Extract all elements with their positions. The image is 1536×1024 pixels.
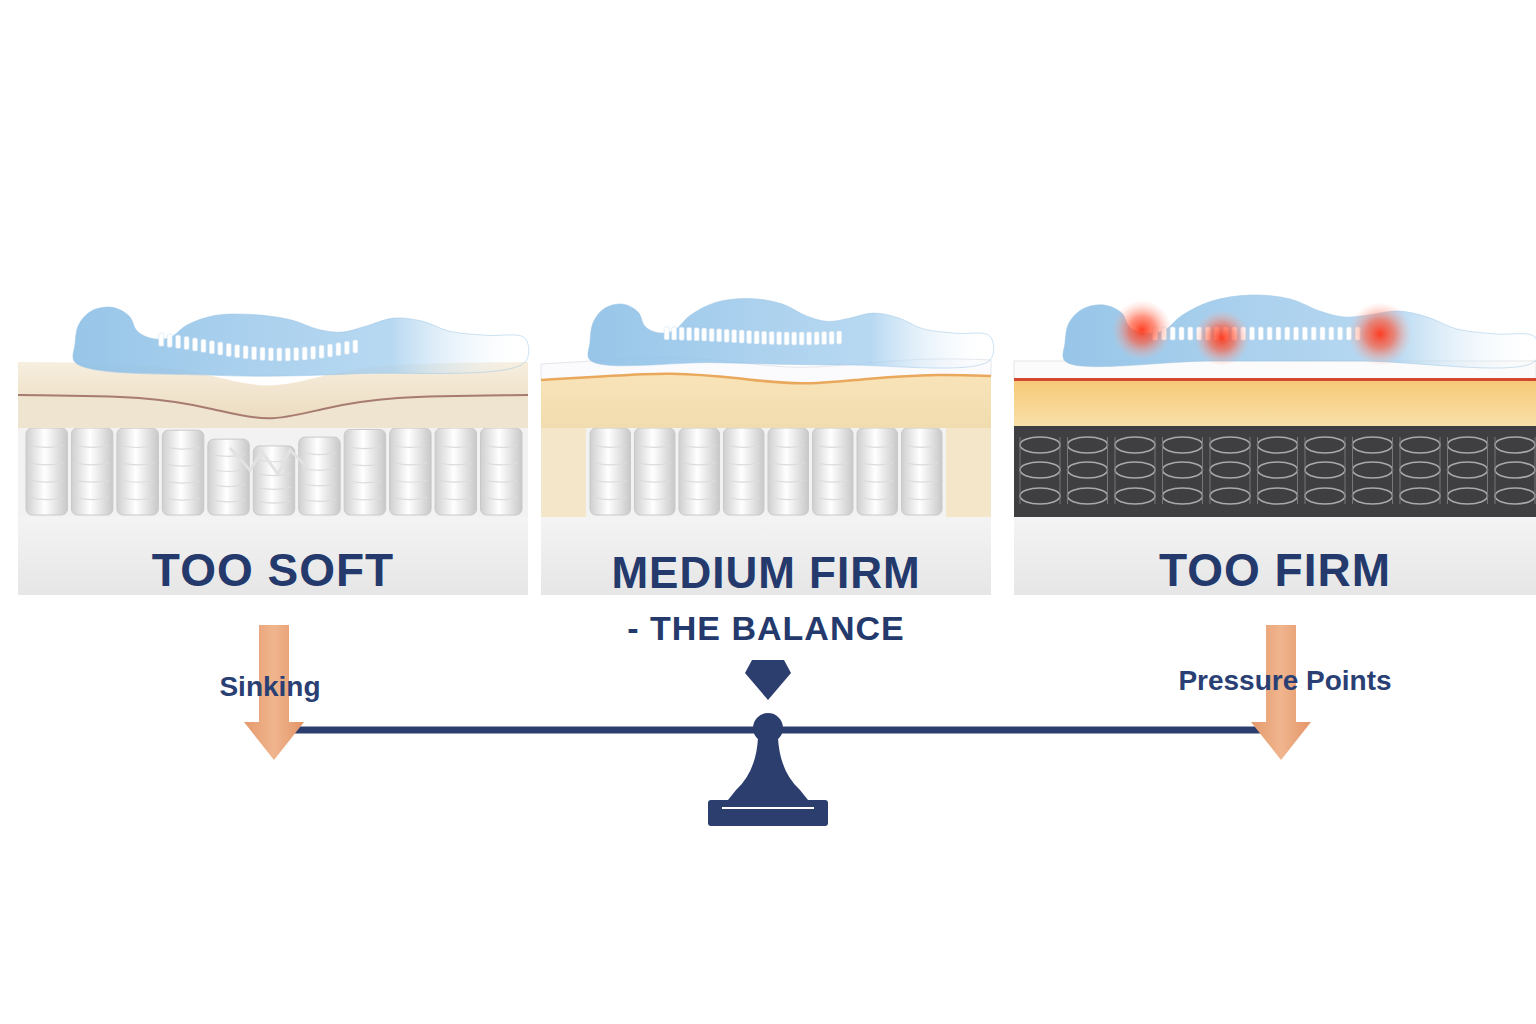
effect-label: Pressure Points (1178, 667, 1391, 695)
firmness-label: TOO FIRM (1014, 547, 1536, 593)
fulcrum-knob (753, 713, 783, 743)
pressure-point-glow (1112, 300, 1172, 360)
body-silhouette (588, 298, 994, 368)
effect-label: Sinking (219, 673, 320, 701)
body-silhouette (73, 307, 529, 376)
foam-layer (541, 374, 991, 428)
pocket-coil (857, 428, 898, 515)
mattress-panel: TOO SOFT (18, 300, 528, 595)
bonnell-coils (1020, 437, 1535, 504)
pocket-coil (635, 428, 676, 515)
pocket-coil (902, 428, 943, 515)
mattress-panel: MEDIUM FIRM- THE BALANCE (541, 300, 991, 595)
spine (1153, 327, 1361, 340)
mattress-panel: TOO FIRM (1014, 300, 1536, 595)
pocket-coil (71, 428, 112, 515)
pocket-coil (724, 428, 765, 515)
body-silhouette (1063, 295, 1536, 368)
pocket-coil (435, 428, 476, 515)
pressure-point-glow (1348, 302, 1412, 366)
layer-seam (18, 395, 528, 418)
fulcrum-base (708, 800, 828, 826)
layer-seam (541, 374, 991, 384)
pocket-coil (344, 429, 385, 515)
innerspring-unit (1014, 425, 1536, 517)
balance-subtitle: - THE BALANCE (541, 611, 991, 645)
pocket-coil (26, 428, 67, 515)
spine (159, 333, 358, 361)
pocket-coil (117, 428, 158, 515)
firmness-label: TOO SOFT (18, 547, 528, 593)
pocket-coil (162, 430, 203, 515)
fulcrum-stand (728, 738, 808, 800)
balance-pointer (745, 660, 791, 700)
mattress-base (18, 515, 528, 595)
coil-frame (18, 425, 528, 517)
pocket-coil (208, 439, 249, 515)
firmness-label: MEDIUM FIRM (541, 551, 991, 595)
pocket-coil (481, 428, 522, 515)
compressed-coil-mark (230, 448, 308, 474)
foam-layer (1014, 381, 1536, 426)
coil-frame (586, 425, 946, 517)
pocket-coil (299, 437, 340, 515)
fulcrum-base-line (722, 807, 814, 809)
foam-edge-support (541, 425, 991, 517)
pocket-coil (390, 428, 431, 515)
pocket-coil (590, 428, 631, 515)
pocket-coil (679, 428, 720, 515)
mattress-base (541, 515, 991, 595)
spine (664, 327, 842, 345)
pressure-point-glow (1194, 310, 1250, 366)
pocket-coil (813, 428, 854, 515)
pocket-coil (768, 428, 809, 515)
layer-seam (1014, 378, 1536, 381)
mattress-base (1014, 515, 1536, 595)
